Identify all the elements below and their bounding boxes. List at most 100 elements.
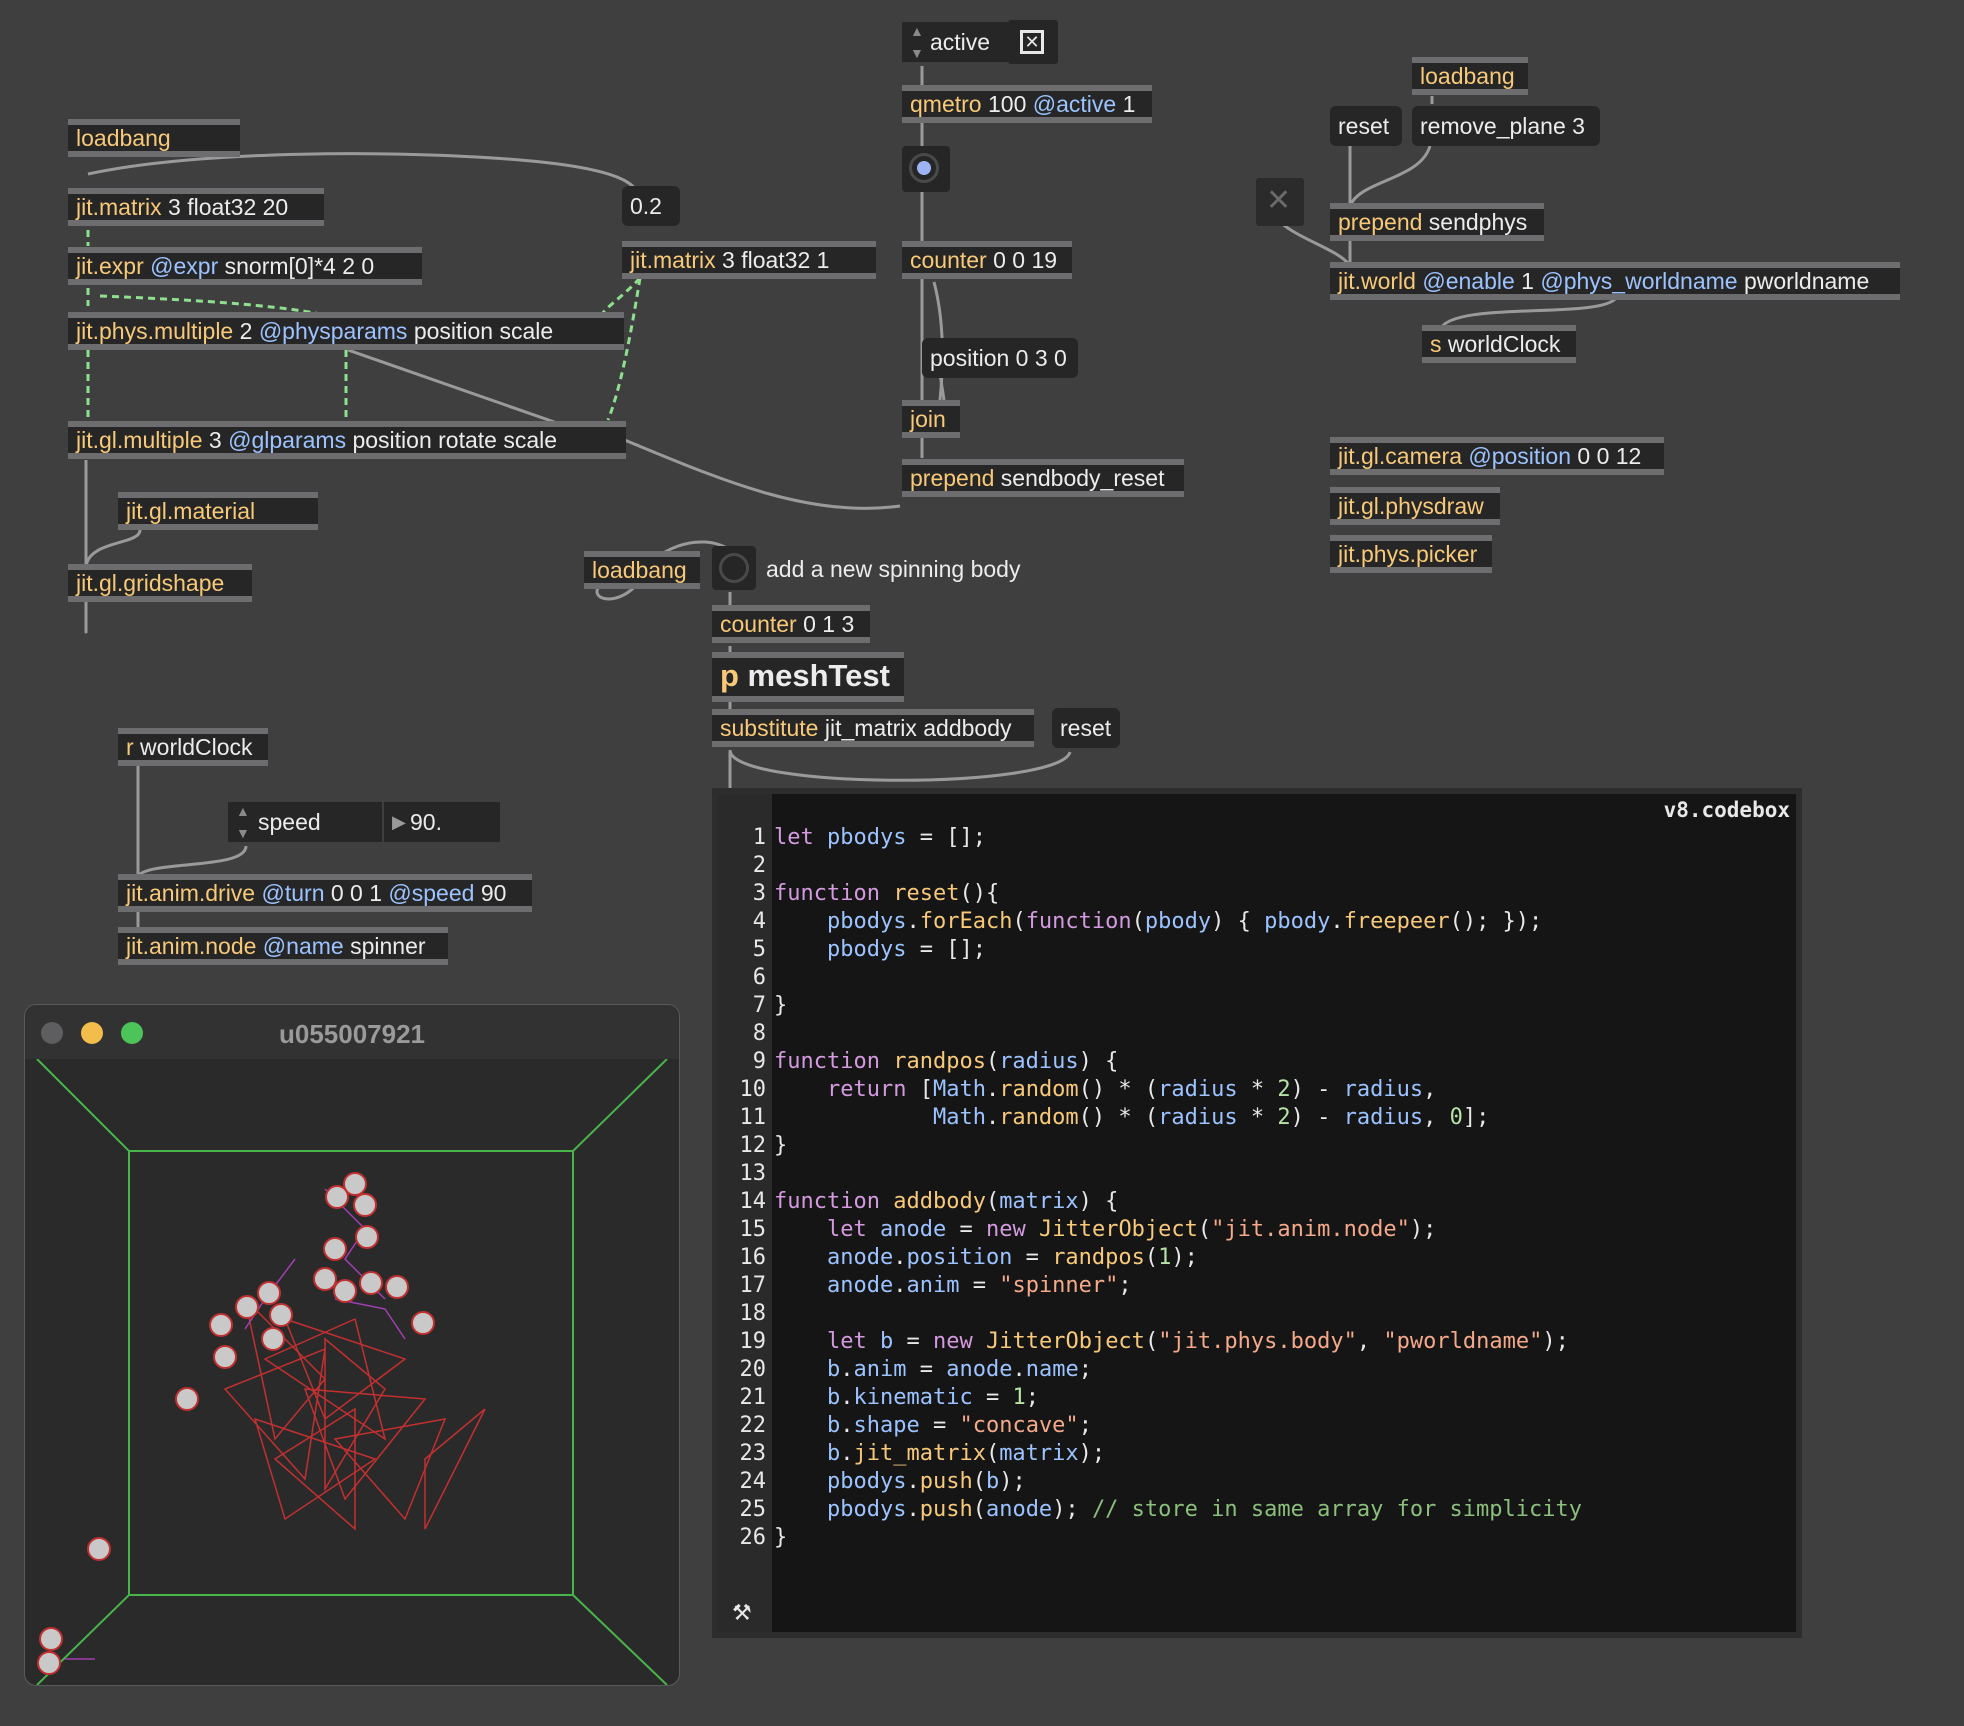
line-number: 19 <box>739 1329 767 1354</box>
message-text: position 0 3 0 <box>930 345 1067 371</box>
object-class: qmetro <box>910 91 982 117</box>
jitter-render-window[interactable]: u055007921 <box>24 1004 680 1686</box>
loadbang-object[interactable]: loadbang <box>68 119 240 157</box>
message-reset-codebox[interactable]: reset <box>1052 708 1120 748</box>
render-viewport[interactable] <box>25 1059 679 1685</box>
active-toggle[interactable]: ✕ <box>1008 20 1058 64</box>
code-line[interactable]: 5 pbodys = []; <box>718 936 1796 964</box>
substitute-object[interactable]: substitute jit_matrix addbody <box>712 709 1034 747</box>
object-attr: @active <box>1032 91 1117 117</box>
code-line[interactable]: 16 anode.position = randpos(1); <box>718 1244 1796 1272</box>
code-line[interactable]: 12} <box>718 1132 1796 1160</box>
bang-button-metro[interactable] <box>902 146 950 192</box>
object-class: jit.gl.multiple <box>76 427 203 453</box>
line-number: 18 <box>739 1301 767 1326</box>
jit-gl-multiple-object[interactable]: jit.gl.multiple 3 @glparams position rot… <box>68 421 626 459</box>
code-line[interactable]: 22 b.shape = "concave"; <box>718 1412 1796 1440</box>
code-line[interactable]: 19 let b = new JitterObject("jit.phys.bo… <box>718 1328 1796 1356</box>
loadbang-object-spin[interactable]: loadbang <box>584 551 700 589</box>
object-class: jit.gl.material <box>126 498 256 524</box>
jit-anim-node-object[interactable]: jit.anim.node @name spinner <box>118 927 448 965</box>
window-titlebar[interactable]: u055007921 <box>25 1005 679 1059</box>
window-title: u055007921 <box>278 1019 426 1049</box>
code-line[interactable]: 13 <box>718 1160 1796 1188</box>
active-attr-menu[interactable]: ▲▼ active <box>902 22 1008 62</box>
message-position[interactable]: position 0 3 0 <box>922 338 1078 378</box>
speed-number-box[interactable]: ▶ 90. <box>384 802 500 842</box>
physics-bodies <box>37 1172 435 1675</box>
code-line[interactable]: 20 b.anim = anode.name; <box>718 1356 1796 1384</box>
code-line[interactable]: 17 anode.anim = "spinner"; <box>718 1272 1796 1300</box>
minimize-window-button[interactable] <box>81 1022 103 1044</box>
code-line[interactable]: 7} <box>718 992 1796 1020</box>
code-line[interactable]: 18 <box>718 1300 1796 1328</box>
bang-button-spin[interactable] <box>712 546 756 590</box>
prepend-sendphys-object[interactable]: prepend sendphys <box>1330 203 1544 241</box>
code-line[interactable]: 6 <box>718 964 1796 992</box>
join-object[interactable]: join <box>902 400 960 438</box>
counter-0-0-19-object[interactable]: counter 0 0 19 <box>902 241 1072 279</box>
code-line[interactable]: 15 let anode = new JitterObject("jit.ani… <box>718 1216 1796 1244</box>
jit-gl-gridshape-object[interactable]: jit.gl.gridshape <box>68 564 252 602</box>
line-number: 22 <box>739 1413 767 1438</box>
object-class: loadbang <box>76 125 171 151</box>
jit-gl-camera-object[interactable]: jit.gl.camera @position 0 0 12 <box>1330 437 1664 475</box>
code-line[interactable]: 23 b.jit_matrix(matrix); <box>718 1440 1796 1468</box>
world-toggle[interactable]: ✕ <box>1256 178 1304 226</box>
code-line[interactable]: 2 <box>718 852 1796 880</box>
jit-phys-multiple-object[interactable]: jit.phys.multiple 2 @physparams position… <box>68 312 624 350</box>
counter-0-1-3-object[interactable]: counter 0 1 3 <box>712 605 870 643</box>
code-line[interactable]: 26} <box>718 1524 1796 1552</box>
unchecked-x-icon: ✕ <box>1266 184 1292 217</box>
speed-attr-menu[interactable]: ▲▼ speed <box>228 802 382 842</box>
zoom-window-button[interactable] <box>121 1022 143 1044</box>
receive-worldclock-object[interactable]: r worldClock <box>118 728 268 766</box>
object-attr: @expr <box>143 253 219 279</box>
object-class: prepend <box>1338 209 1423 235</box>
object-attr: @glparams <box>228 427 347 453</box>
message-reset-world[interactable]: reset <box>1330 106 1402 146</box>
code-line[interactable]: 8 <box>718 1020 1796 1048</box>
jit-matrix-1-object[interactable]: jit.matrix 3 float32 1 <box>622 241 876 279</box>
object-args: 3 <box>202 427 229 453</box>
jit-phys-picker-object[interactable]: jit.phys.picker <box>1330 535 1492 573</box>
line-text: let b = new JitterObject("jit.phys.body"… <box>826 1329 1569 1354</box>
object-args: spinner <box>343 933 426 959</box>
line-number: 12 <box>739 1133 767 1158</box>
message-remove-plane[interactable]: remove_plane 3 <box>1412 106 1600 146</box>
object-class: counter <box>720 611 797 637</box>
code-line[interactable]: 25 pbodys.push(anode); // store in same … <box>718 1496 1796 1524</box>
prepend-sendbody-reset-object[interactable]: prepend sendbody_reset <box>902 459 1184 497</box>
p-meshtest-subpatcher[interactable]: p meshTest <box>712 652 904 702</box>
jit-expr-object[interactable]: jit.expr @expr snorm[0]*4 2 0 <box>68 247 422 285</box>
jit-gl-physdraw-object[interactable]: jit.gl.physdraw <box>1330 487 1500 525</box>
qmetro-object[interactable]: qmetro 100 @active 1 <box>902 85 1152 123</box>
play-triangle-icon: ▶ <box>392 812 406 832</box>
jit-world-object[interactable]: jit.world @enable 1 @phys_worldname pwor… <box>1330 262 1900 300</box>
code-line[interactable]: 10 return [Math.random() * (radius * 2) … <box>718 1076 1796 1104</box>
loadbang-object-world[interactable]: loadbang <box>1412 57 1528 95</box>
object-class: jit.phys.picker <box>1338 541 1478 567</box>
jit-gl-material-object[interactable]: jit.gl.material <box>118 492 318 530</box>
code-line[interactable]: 24 pbodys.push(b); <box>718 1468 1796 1496</box>
object-class: jit.expr <box>76 253 144 279</box>
jit-matrix-20-object[interactable]: jit.matrix 3 float32 20 <box>68 188 324 226</box>
code-line[interactable]: 4 pbodys.forEach(function(pbody) { pbody… <box>718 908 1796 936</box>
hammer-icon[interactable]: ⚒ <box>732 1600 752 1625</box>
code-line[interactable]: 21 b.kinematic = 1; <box>718 1384 1796 1412</box>
code-line[interactable]: 11 Math.random() * (radius * 2) - radius… <box>718 1104 1796 1132</box>
message-0-2[interactable]: 0.2 <box>622 186 680 226</box>
send-worldclock-object[interactable]: s worldClock <box>1422 325 1576 363</box>
line-number: 8 <box>752 1021 766 1046</box>
object-args: 0 0 12 <box>1571 443 1642 469</box>
close-window-button[interactable] <box>41 1022 63 1044</box>
line-text: function addbody(matrix) { <box>774 1189 1119 1214</box>
jit-anim-drive-object[interactable]: jit.anim.drive @turn 0 0 1 @speed 90 <box>118 874 532 912</box>
